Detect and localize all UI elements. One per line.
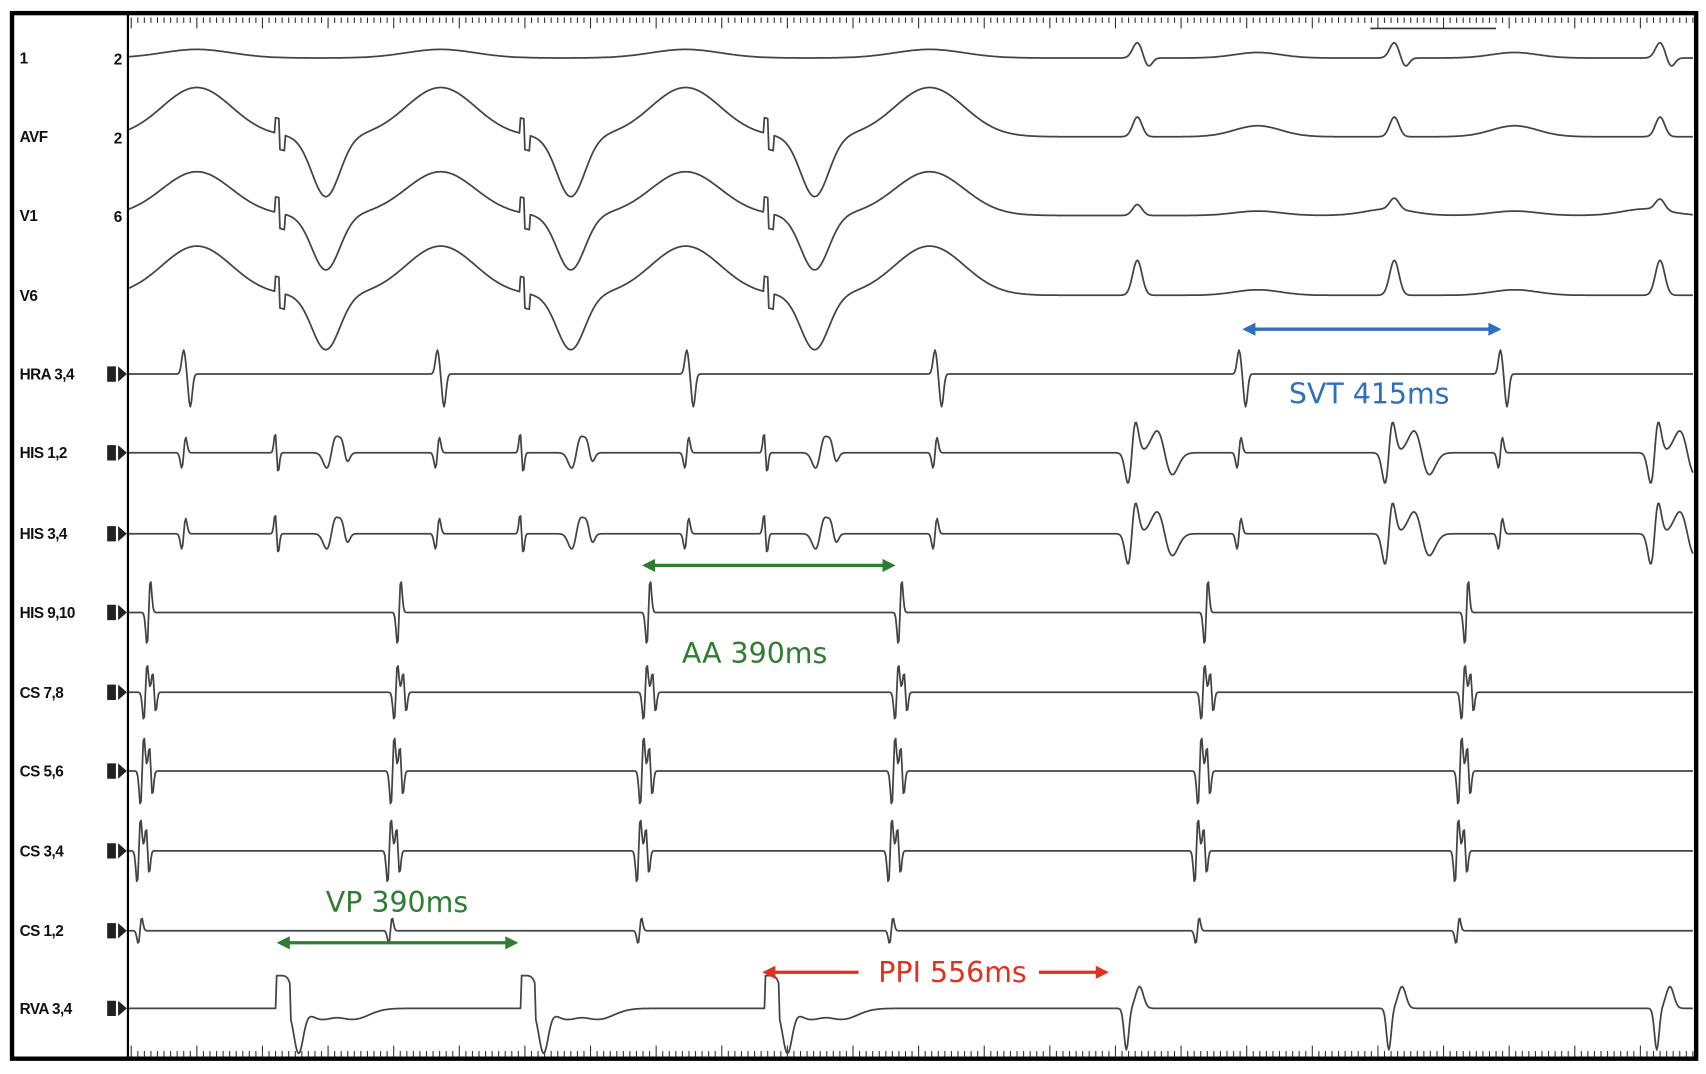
trace-cs-5-6 (129, 737, 1693, 805)
channel-label: CS 7,8 (20, 685, 65, 702)
channel-marker-icon (107, 684, 127, 700)
channel-traces (128, 41, 1694, 1055)
trace-cs-3-4 (129, 819, 1693, 883)
channel-label: 1 (20, 50, 29, 67)
channel-label: HIS 1,2 (20, 445, 67, 462)
arrowhead-icon (1488, 322, 1502, 336)
arrowhead-icon (1095, 965, 1109, 979)
channel-gain: 2 (114, 52, 122, 69)
channel-marker-icon (107, 1000, 127, 1017)
time-ruler (130, 17, 1694, 1057)
channel-label: CS 3,4 (20, 843, 65, 860)
trace-v6 (128, 245, 1693, 351)
channel-label: RVA 3,4 (20, 1001, 73, 1018)
trace-cs-1-2 (129, 917, 1693, 944)
channel-marker-icon (107, 604, 127, 621)
svt-annotation: SVT 415ms (1242, 322, 1502, 411)
arrowhead-icon (276, 936, 290, 950)
trace-avf (128, 86, 1693, 198)
channel-marker-icon (107, 923, 127, 939)
ppi-annotation: PPI 556ms (762, 956, 1109, 989)
channel-label: HRA 3,4 (20, 367, 75, 384)
ppi-label: PPI 556ms (878, 956, 1026, 989)
channel-label: V6 (20, 288, 38, 305)
trace-cs-7-8 (129, 665, 1693, 720)
channel-marker-icon (107, 763, 127, 779)
arrowhead-icon (762, 965, 776, 979)
trace-v1 (128, 170, 1693, 271)
trace-rva-3-4 (129, 974, 1693, 1055)
arrowhead-icon (641, 558, 656, 572)
channel-label: HIS 3,4 (20, 526, 68, 543)
trace-hra-3-4 (129, 349, 1693, 408)
channel-marker-icon (107, 445, 127, 461)
channel-label: V1 (20, 208, 39, 225)
channel-label: HIS 9,10 (20, 605, 75, 622)
aa-annotation: AA 390ms (641, 558, 896, 670)
channel-label: CS 5,6 (20, 764, 64, 781)
channel-label: AVF (20, 129, 48, 146)
channel-marker-icon (107, 526, 127, 542)
vp-label: VP 390ms (326, 886, 468, 919)
trace-his-1-2 (129, 421, 1694, 484)
channel-marker-icon (107, 366, 127, 382)
channel-label: CS 1,2 (20, 923, 64, 940)
svt-label: SVT 415ms (1289, 378, 1450, 411)
figure-frame (9, 10, 1699, 1061)
channel-gain: 2 (114, 130, 122, 147)
aa-label: AA 390ms (682, 637, 827, 670)
vp-annotation: VP 390ms (276, 886, 519, 950)
arrowhead-icon (505, 936, 519, 950)
channel-marker-icon (107, 843, 127, 859)
arrowhead-icon (882, 558, 896, 572)
trace-1 (129, 41, 1693, 67)
channel-gain: 6 (114, 209, 122, 226)
arrowhead-icon (1242, 322, 1256, 336)
trace-his-3-4 (129, 502, 1694, 565)
trace-his-9-10 (129, 581, 1693, 644)
